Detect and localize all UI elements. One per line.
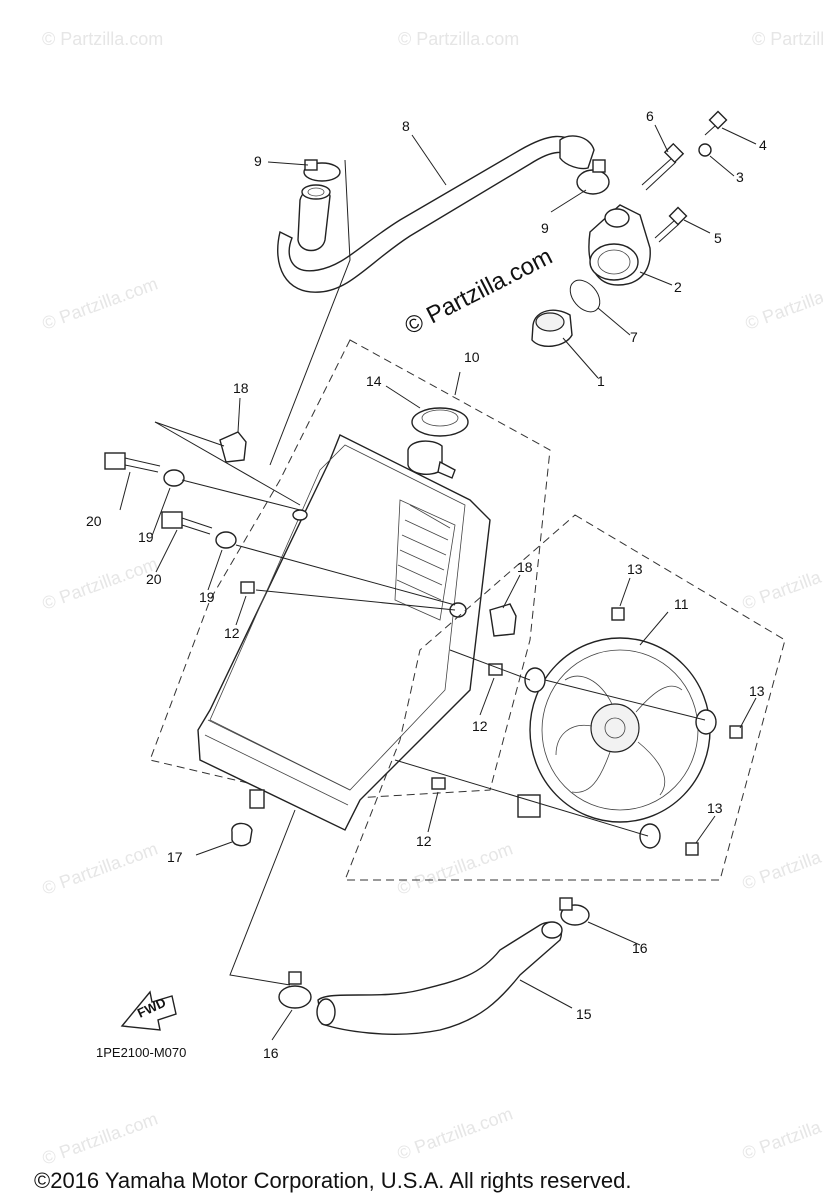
watermark: © Partzilla.com — [740, 1103, 823, 1163]
watermark: © Partzilla.com — [40, 553, 161, 613]
lower-hose — [316, 921, 563, 1035]
callout-7: 7 — [630, 329, 638, 345]
bolt — [104, 452, 161, 473]
nut — [240, 581, 255, 594]
radiator — [197, 434, 491, 831]
callout-9: 9 — [254, 153, 262, 169]
radiator-cap — [407, 407, 469, 479]
fwd-arrow: FWD — [120, 990, 177, 1031]
grommet — [489, 603, 517, 637]
nut — [431, 777, 446, 790]
bolt — [704, 110, 728, 136]
callout-19: 19 — [199, 589, 215, 605]
callout-13: 13 — [707, 800, 723, 816]
bolt — [161, 511, 213, 535]
bolt — [685, 842, 699, 856]
callout-11: 11 — [674, 596, 689, 612]
watermark: © Partzilla.com — [395, 838, 516, 898]
hose-clamp — [576, 159, 610, 195]
bolt — [729, 725, 743, 739]
watermark: © Partzilla.com — [42, 29, 163, 49]
callout-15: 15 — [576, 1006, 592, 1022]
watermark: © Partzilla.com — [398, 29, 519, 49]
hose-clamp — [559, 897, 590, 926]
callout-5: 5 — [714, 230, 722, 246]
o-ring — [569, 279, 601, 313]
thermostat — [531, 309, 573, 347]
callout-16: 16 — [632, 940, 648, 956]
watermark: © Partzilla.com — [740, 553, 823, 613]
grommet — [231, 822, 253, 847]
callout-13: 13 — [627, 561, 643, 577]
washer — [215, 531, 237, 549]
callouts: 8 9 9 6 4 3 5 2 7 1 10 14 18 20 19 20 19… — [86, 108, 767, 1061]
callout-4: 4 — [759, 137, 767, 153]
callout-12: 12 — [224, 625, 240, 641]
washer — [163, 469, 185, 487]
watermark: © Partzilla.com — [40, 838, 161, 898]
fan-group-outline — [344, 514, 786, 881]
callout-3: 3 — [736, 169, 744, 185]
hose-clamp — [303, 159, 341, 182]
bolt — [611, 607, 625, 621]
callout-20: 20 — [146, 571, 162, 587]
upper-hose — [277, 135, 595, 293]
callout-2: 2 — [674, 279, 682, 295]
callout-6: 6 — [646, 108, 654, 124]
watermark: © Partzilla.com — [752, 29, 823, 49]
callout-18: 18 — [233, 380, 249, 396]
watermark: © Partzilla.com — [740, 833, 823, 893]
callout-1: 1 — [597, 373, 605, 389]
bolt — [641, 142, 685, 191]
callout-16: 16 — [263, 1045, 279, 1061]
callout-20: 20 — [86, 513, 102, 529]
callout-10: 10 — [464, 349, 480, 365]
diagram-code: 1PE2100-M070 — [96, 1045, 186, 1060]
watermark: © Partzilla.com — [40, 273, 161, 333]
copyright-notice: ©2016 Yamaha Motor Corporation, U.S.A. A… — [34, 1168, 631, 1193]
watermark: © Partzilla.com — [743, 273, 823, 333]
bolt — [654, 206, 688, 243]
callout-18: 18 — [517, 559, 533, 575]
hose-clamp — [278, 971, 312, 1009]
thermostat-housing — [588, 204, 651, 286]
callout-12: 12 — [416, 833, 432, 849]
grommet — [219, 431, 247, 463]
callout-17: 17 — [167, 849, 183, 865]
callout-8: 8 — [402, 118, 410, 134]
cooling-fan — [517, 637, 717, 849]
callout-12: 12 — [472, 718, 488, 734]
callout-19: 19 — [138, 529, 154, 545]
callout-14: 14 — [366, 373, 382, 389]
leader-lines — [119, 124, 757, 1041]
watermark: © Partzilla.com — [395, 1103, 516, 1163]
watermark: © Partzilla.com — [40, 1108, 161, 1168]
callout-13: 13 — [749, 683, 765, 699]
callout-9: 9 — [541, 220, 549, 236]
washer — [698, 143, 712, 157]
